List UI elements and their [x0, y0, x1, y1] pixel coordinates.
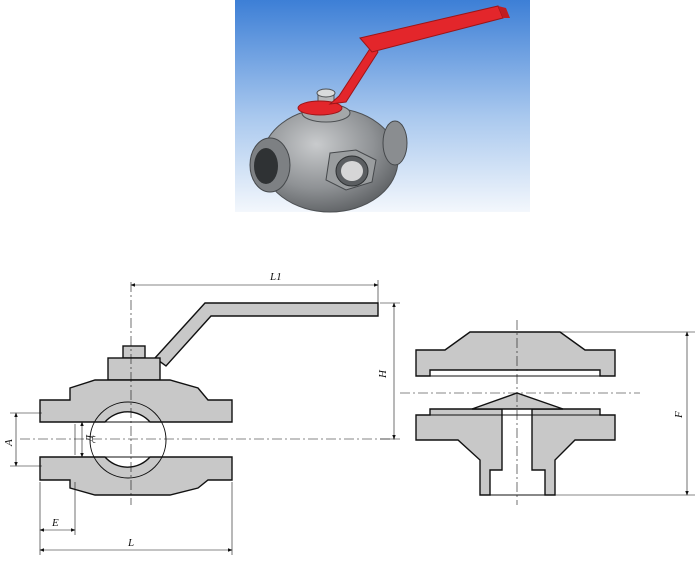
- tee-body-lower-left: [415, 408, 503, 496]
- side-section-view: L1 H A Д E L: [3, 271, 400, 555]
- dim-label-L1: L1: [269, 271, 282, 283]
- valve-3d-render: [235, 0, 530, 213]
- dim-label-F: F: [673, 411, 685, 419]
- body-lower: [39, 456, 233, 496]
- handle-section: [153, 302, 379, 367]
- tee-ball-wedge: [471, 392, 564, 410]
- handle-3d: [297, 5, 510, 116]
- stem-nut: [122, 345, 146, 359]
- dim-label-A: A: [3, 439, 15, 447]
- dim-label-E: E: [51, 517, 59, 529]
- dim-label-L: L: [127, 537, 134, 549]
- tee-body-lower-right: [531, 408, 616, 496]
- valve-body-3d: [249, 88, 408, 213]
- front-port-icon: [325, 149, 377, 191]
- tee-section-view: F: [400, 320, 695, 505]
- dim-label-H: H: [377, 369, 389, 379]
- stem-cap: [107, 357, 161, 381]
- tee-body-upper: [415, 331, 616, 377]
- dim-label-D: Д: [84, 434, 96, 443]
- body-upper: [39, 379, 233, 423]
